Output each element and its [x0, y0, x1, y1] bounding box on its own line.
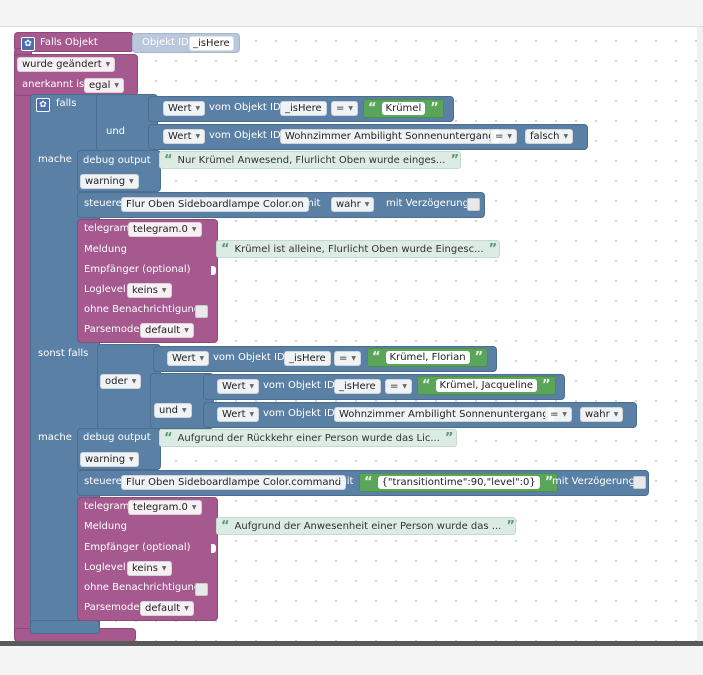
text-value-1[interactable]: Krümel — [381, 102, 426, 115]
parsemode-label: Parsemode — [84, 602, 140, 613]
boolean-dropdown-1[interactable]: falsch▼ — [525, 129, 574, 144]
text-block-3[interactable]: “Krümel, Jacqueline” — [417, 376, 556, 395]
vom-objekt-label: vom Objekt ID — [263, 408, 335, 419]
debug-text-1[interactable]: “Nur Krümel Anwesend, Flurlicht Oben wur… — [159, 151, 461, 169]
telegram-block-1[interactable] — [77, 219, 218, 343]
text-block-2[interactable]: “Krümel, Florian” — [367, 348, 489, 367]
object-field-1[interactable]: _isHere — [280, 101, 327, 116]
text-value-3[interactable]: Krümel, Jacqueline — [435, 379, 538, 392]
silent-label: ohne Benachrichtigung — [84, 582, 201, 593]
message-label: Meldung — [84, 244, 127, 255]
debug-label: debug output — [83, 432, 151, 443]
and-label: und — [106, 126, 126, 137]
wert-dropdown[interactable]: Wert▼ — [217, 407, 260, 422]
vom-objekt-label: vom Objekt ID — [213, 352, 285, 363]
recipient-input-notch[interactable] — [211, 544, 216, 553]
control-label: steuere — [84, 198, 122, 209]
vom-objekt-label: vom Objekt ID — [209, 130, 281, 141]
message-label: Meldung — [84, 521, 127, 532]
parsemode-dropdown-2[interactable]: default▼ — [140, 601, 194, 616]
mit-label: mit — [337, 476, 354, 487]
object-field-3[interactable]: _isHere — [284, 351, 331, 366]
loglevel-label: Loglevel — [84, 284, 126, 295]
delay-label: mit Verzögerung — [386, 198, 469, 209]
debug-text-2[interactable]: “Aufgrund der Rückkehr einer Person wurd… — [159, 429, 457, 447]
changed-dropdown[interactable]: wurde geändert▼ — [17, 57, 116, 72]
debug-level-dropdown-1[interactable]: warning▼ — [80, 174, 139, 189]
gear-icon[interactable]: ✿ — [36, 98, 50, 112]
vom-objekt-label: vom Objekt ID — [263, 380, 335, 391]
telegram-label: telegram — [84, 223, 130, 234]
control-label: steuere — [84, 476, 122, 487]
trigger-label: Falls Objekt — [40, 37, 98, 48]
loglevel-dropdown-2[interactable]: keins▼ — [127, 561, 172, 576]
telegram-block-2[interactable] — [77, 497, 218, 621]
workspace-scrollbar[interactable] — [697, 27, 703, 641]
recipient-label: Empfänger (optional) — [84, 542, 191, 553]
or-operator-dropdown[interactable]: oder▼ — [100, 374, 142, 389]
telegram-instance-dropdown-1[interactable]: telegram.0▼ — [128, 222, 202, 237]
do-label: mache — [38, 154, 72, 165]
ack-label: anerkannt ist — [22, 79, 89, 90]
operator-dropdown-3[interactable]: =▼ — [334, 351, 362, 366]
operator-dropdown-1[interactable]: =▼ — [331, 101, 359, 116]
telegram-label: telegram — [84, 501, 130, 512]
parsemode-label: Parsemode — [84, 324, 140, 335]
wert-dropdown[interactable]: Wert▼ — [167, 351, 210, 366]
silent-checkbox-2[interactable] — [195, 583, 208, 596]
debug-level-dropdown-2[interactable]: warning▼ — [80, 452, 139, 467]
control-value-text-2[interactable]: “{"transitiontime":90,"level":0}” — [359, 473, 559, 492]
object-field-2[interactable]: Wohnzimmer Ambilight Sonnenuntergang — [280, 129, 500, 144]
text-value-2[interactable]: Krümel, Florian — [385, 351, 470, 364]
bottom-edge — [0, 641, 703, 646]
object-id-value[interactable]: _isHere — [189, 36, 234, 51]
if-block-bottom — [30, 620, 100, 634]
telegram-instance-dropdown-2[interactable]: telegram.0▼ — [128, 500, 202, 515]
text-block-1[interactable]: “Krümel” — [363, 99, 444, 118]
debug-label: debug output — [83, 155, 151, 166]
ack-dropdown[interactable]: egal▼ — [84, 78, 125, 93]
loglevel-label: Loglevel — [84, 562, 126, 573]
mit-label: mit — [304, 198, 321, 209]
wert-dropdown[interactable]: Wert▼ — [163, 129, 206, 144]
operator-dropdown-2[interactable]: =▼ — [490, 129, 518, 144]
operator-dropdown-4[interactable]: =▼ — [385, 379, 413, 394]
operator-dropdown-5[interactable]: =▼ — [545, 407, 573, 422]
do-label-2: mache — [38, 432, 72, 443]
delay-checkbox-2[interactable] — [633, 476, 646, 489]
elseif-label: sonst falls — [38, 348, 89, 359]
object-field-5[interactable]: Wohnzimmer Ambilight Sonnenuntergang — [334, 407, 554, 422]
telegram-message-2[interactable]: “Aufgrund der Anwesenheit einer Person w… — [216, 517, 516, 535]
footer-area — [0, 646, 703, 675]
recipient-input-notch[interactable] — [211, 266, 216, 275]
delay-label: mit Verzögerung — [552, 476, 635, 487]
silent-checkbox-1[interactable] — [195, 305, 208, 318]
recipient-label: Empfänger (optional) — [84, 264, 191, 275]
wert-dropdown[interactable]: Wert▼ — [217, 379, 260, 394]
object-id-label: Objekt ID — [142, 37, 189, 48]
delay-checkbox-1[interactable] — [467, 198, 480, 211]
control-object-1[interactable]: Flur Oben Sideboardlampe Color.on — [121, 197, 309, 212]
silent-label: ohne Benachrichtigung — [84, 304, 201, 315]
object-field-4[interactable]: _isHere — [334, 379, 381, 394]
loglevel-dropdown-1[interactable]: keins▼ — [127, 283, 172, 298]
gear-icon[interactable]: ✿ — [21, 37, 35, 51]
telegram-message-1[interactable]: “Krümel ist alleine, Flurlicht Oben wurd… — [216, 240, 500, 258]
wert-dropdown[interactable]: Wert▼ — [163, 101, 206, 116]
vom-objekt-label: vom Objekt ID — [209, 102, 281, 113]
control-value-dropdown-1[interactable]: wahr▼ — [331, 197, 375, 212]
if-label: falls — [56, 98, 77, 109]
parsemode-dropdown-1[interactable]: default▼ — [140, 323, 194, 338]
control-object-2[interactable]: Flur Oben Sideboardlampe Color.command — [121, 475, 347, 490]
boolean-dropdown-2[interactable]: wahr▼ — [580, 407, 624, 422]
and-operator-dropdown-2[interactable]: und▼ — [154, 403, 192, 418]
control-value-2[interactable]: {"transitiontime":90,"level":0} — [377, 476, 540, 489]
